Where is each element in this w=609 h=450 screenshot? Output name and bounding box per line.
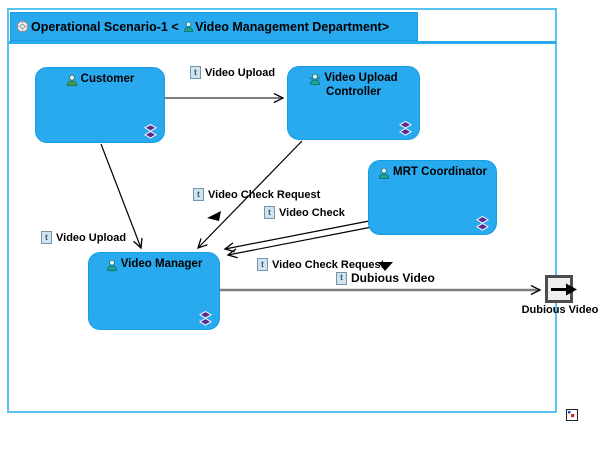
double-diamond-icon[interactable] — [399, 120, 412, 136]
message-text: Dubious Video — [351, 271, 435, 285]
node-label: Customer — [80, 73, 135, 85]
node-customer[interactable]: Customer — [35, 67, 165, 143]
message-text: Video Check Request — [272, 258, 385, 271]
output-port-arrow-icon — [551, 281, 581, 298]
exchange-item-icon — [193, 188, 204, 201]
direction-arrow-icon — [378, 262, 393, 271]
scenario-icon — [16, 20, 29, 33]
message-label-video-upload-top[interactable]: Video Upload — [190, 66, 275, 79]
message-label-video-check[interactable]: Video Check — [264, 206, 345, 219]
edge-video-check-request-controller-to-manager[interactable] — [198, 140, 303, 248]
node-video-upload-controller[interactable]: Video Upload Controller — [287, 66, 420, 140]
message-label-video-check-request-upper[interactable]: Video Check Request — [193, 188, 320, 201]
message-label-video-check-request-lower[interactable]: Video Check Request — [257, 258, 384, 271]
node-label: MRT Coordinator — [393, 166, 487, 178]
node-video-manager[interactable]: Video Manager — [88, 252, 220, 330]
edge-video-check-mrt-to-manager[interactable] — [225, 220, 373, 255]
node-label-line2: Controller — [326, 85, 381, 98]
diagram-frame — [7, 8, 557, 413]
person-icon — [378, 167, 390, 179]
exchange-item-icon — [190, 66, 201, 79]
title-actor: Video Management Department — [195, 19, 382, 34]
message-text: Video Check Request — [208, 188, 321, 201]
message-label-video-upload-left[interactable]: Video Upload — [41, 231, 126, 244]
message-label-dubious-video[interactable]: Dubious Video — [336, 271, 435, 285]
controller-icon — [309, 73, 321, 85]
edge-video-upload-customer-to-manager[interactable] — [100, 143, 141, 248]
double-diamond-icon[interactable] — [199, 310, 212, 326]
node-mrt-coordinator[interactable]: MRT Coordinator — [368, 160, 497, 235]
node-label: Video Upload — [324, 72, 398, 84]
exchange-item-icon — [264, 206, 275, 219]
person-icon — [106, 259, 118, 271]
message-text: Video Check — [279, 206, 345, 219]
message-text: Video Upload — [56, 231, 127, 244]
title-underline — [9, 41, 556, 44]
exchange-item-icon — [41, 231, 52, 244]
port-label: Dubious Video — [521, 304, 599, 316]
diagram-title-bar[interactable]: Operational Scenario-1 < Video Managemen… — [10, 12, 418, 41]
exchange-item-icon — [336, 271, 347, 285]
message-text: Video Upload — [205, 66, 276, 79]
person-icon — [183, 21, 194, 32]
double-diamond-icon[interactable] — [476, 215, 489, 231]
diagram-corner-icon[interactable] — [566, 409, 578, 421]
title-prefix: Operational Scenario-1 < — [31, 19, 183, 34]
double-diamond-icon[interactable] — [144, 123, 157, 139]
exchange-item-icon — [257, 258, 268, 271]
title-suffix: > — [381, 19, 390, 34]
person-icon — [66, 74, 78, 86]
direction-arrow-icon — [207, 211, 221, 221]
page-title: Operational Scenario-1 < Video Managemen… — [31, 20, 389, 34]
node-label: Video Manager — [120, 258, 203, 270]
